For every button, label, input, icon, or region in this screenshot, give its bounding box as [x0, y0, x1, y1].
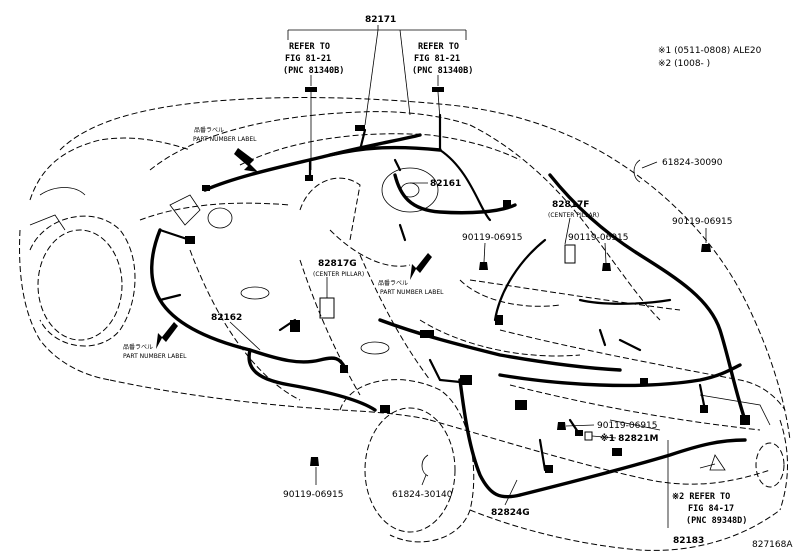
refer-bottom: ※2 REFER TO FIG 84-17 (PNC 89348D): [672, 492, 747, 526]
part-label-top: 品番ラベル PART NUMBER LABEL: [193, 127, 257, 143]
svg-text:REFER TO: REFER TO: [418, 42, 459, 52]
label-90119-c: 90119-06915: [672, 217, 733, 227]
part-label-mid: 品番ラベル PART NUMBER LABEL: [378, 280, 444, 296]
svg-text:PART NUMBER LABEL: PART NUMBER LABEL: [193, 136, 257, 143]
harness-82171-roof: [203, 113, 492, 222]
svg-text:FIG 81-21: FIG 81-21: [414, 54, 460, 64]
refer-right: REFER TO FIG 81-21 (PNC 81340B): [412, 42, 473, 76]
label-82171: 82171: [365, 15, 396, 25]
label-61824-30140: 61824-30140: [392, 490, 453, 500]
notes: ※1 (0511-0808) ALE20 ※2 (1008- ): [658, 46, 762, 69]
label-82821M: ※1 82821M: [600, 433, 658, 444]
svg-text:品番ラベル: 品番ラベル: [123, 344, 153, 351]
svg-text:FIG 84-17: FIG 84-17: [688, 504, 734, 514]
svg-text:※1 (0511-0808) ALE20: ※1 (0511-0808) ALE20: [658, 46, 762, 56]
label-90119-b: 90119-06915: [568, 233, 629, 243]
svg-text:品番ラベル: 品番ラベル: [378, 280, 408, 287]
svg-text:FIG 81-21: FIG 81-21: [285, 54, 331, 64]
part-number-label-arrows: [156, 148, 432, 349]
label-90119-a: 90119-06915: [462, 233, 523, 243]
bolt-icons: [310, 244, 711, 466]
svg-text:※2 REFER TO: ※2 REFER TO: [672, 492, 730, 502]
svg-text:品番ラベル: 品番ラベル: [194, 127, 224, 134]
label-61824-30090: 61824-30090: [662, 158, 723, 168]
clamp-icons: [421, 159, 726, 477]
label-82817F: 82817F: [552, 200, 589, 210]
part-label-left: 品番ラベル PART NUMBER LABEL: [123, 344, 187, 360]
center-pillar-part-f: [564, 244, 576, 264]
roof-clip-parts: [305, 87, 444, 92]
label-90119-e: 90119-06915: [283, 490, 344, 500]
label-center-pillar-g: (CENTER PILLAR): [313, 271, 364, 278]
svg-text:※2 (1008- ): ※2 (1008- ): [658, 59, 710, 69]
label-82183: 82183: [673, 536, 704, 546]
svg-text:PART NUMBER LABEL: PART NUMBER LABEL: [123, 353, 187, 360]
label-82817G: 82817G: [318, 259, 357, 269]
harness-82161-dash: [393, 158, 517, 242]
svg-text:(PNC 89348D): (PNC 89348D): [686, 516, 747, 526]
center-pillar-part-g: [319, 297, 335, 319]
label-82162: 82162: [211, 313, 242, 323]
figure-code: 827168A: [752, 540, 793, 550]
harness-connectors: [185, 125, 750, 473]
label-82161: 82161: [430, 179, 461, 189]
svg-text:PART NUMBER LABEL: PART NUMBER LABEL: [380, 289, 444, 296]
harness-82162-side: [150, 228, 377, 412]
label-90119-d: 90119-06915: [597, 421, 658, 431]
label-center-pillar-f: (CENTER PILLAR): [548, 212, 599, 219]
refer-left: REFER TO FIG 81-21 (PNC 81340B): [283, 42, 344, 76]
svg-text:(PNC 81340B): (PNC 81340B): [412, 66, 473, 76]
svg-text:REFER TO: REFER TO: [289, 42, 330, 52]
leader-lines: [229, 25, 716, 528]
label-82824G: 82824G: [491, 508, 530, 518]
svg-text:(PNC 81340B): (PNC 81340B): [283, 66, 344, 76]
